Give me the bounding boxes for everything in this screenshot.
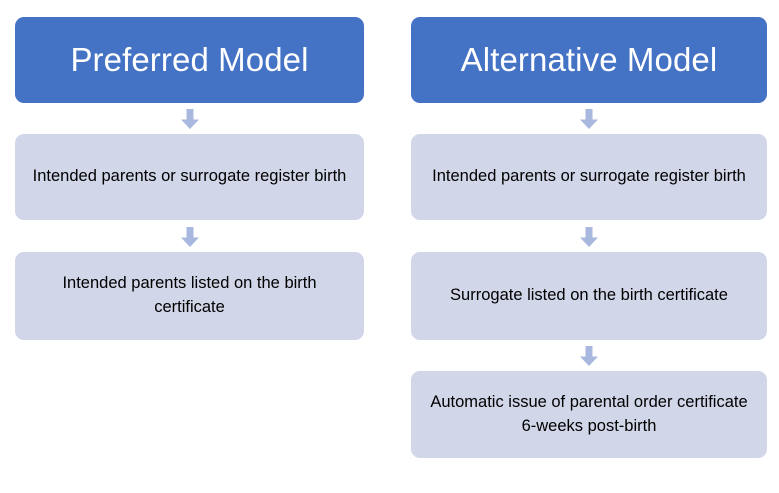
step-box: Intended parents or surrogate register b… bbox=[411, 134, 767, 220]
down-arrow-icon bbox=[579, 346, 599, 366]
header-label-preferred-model: Preferred Model bbox=[70, 40, 309, 78]
header-box-alternative-model: Alternative Model bbox=[411, 17, 767, 103]
column-preferred-model: Preferred Model Intended parents or surr… bbox=[15, 0, 364, 493]
column-alternative-model: Alternative Model Intended parents or su… bbox=[411, 0, 767, 493]
down-arrow-icon bbox=[579, 227, 599, 247]
step-label: Intended parents or surrogate register b… bbox=[32, 167, 347, 186]
step-box: Automatic issue of parental order certif… bbox=[411, 371, 767, 458]
step-label: Intended parents listed on the birth cer… bbox=[62, 274, 317, 316]
step-box: Surrogate listed on the birth certificat… bbox=[411, 252, 767, 340]
down-arrow-icon bbox=[180, 109, 200, 129]
down-arrow-icon bbox=[579, 109, 599, 129]
step-label: Surrogate listed on the birth certificat… bbox=[450, 286, 728, 305]
down-arrow-icon bbox=[180, 227, 200, 247]
step-box: Intended parents or surrogate register b… bbox=[15, 134, 364, 220]
header-label-alternative-model: Alternative Model bbox=[460, 40, 718, 78]
step-box: Intended parents listed on the birth cer… bbox=[15, 252, 364, 340]
step-label: Automatic issue of parental order certif… bbox=[430, 392, 748, 435]
step-label: Intended parents or surrogate register b… bbox=[432, 167, 746, 186]
header-box-preferred-model: Preferred Model bbox=[15, 17, 364, 103]
